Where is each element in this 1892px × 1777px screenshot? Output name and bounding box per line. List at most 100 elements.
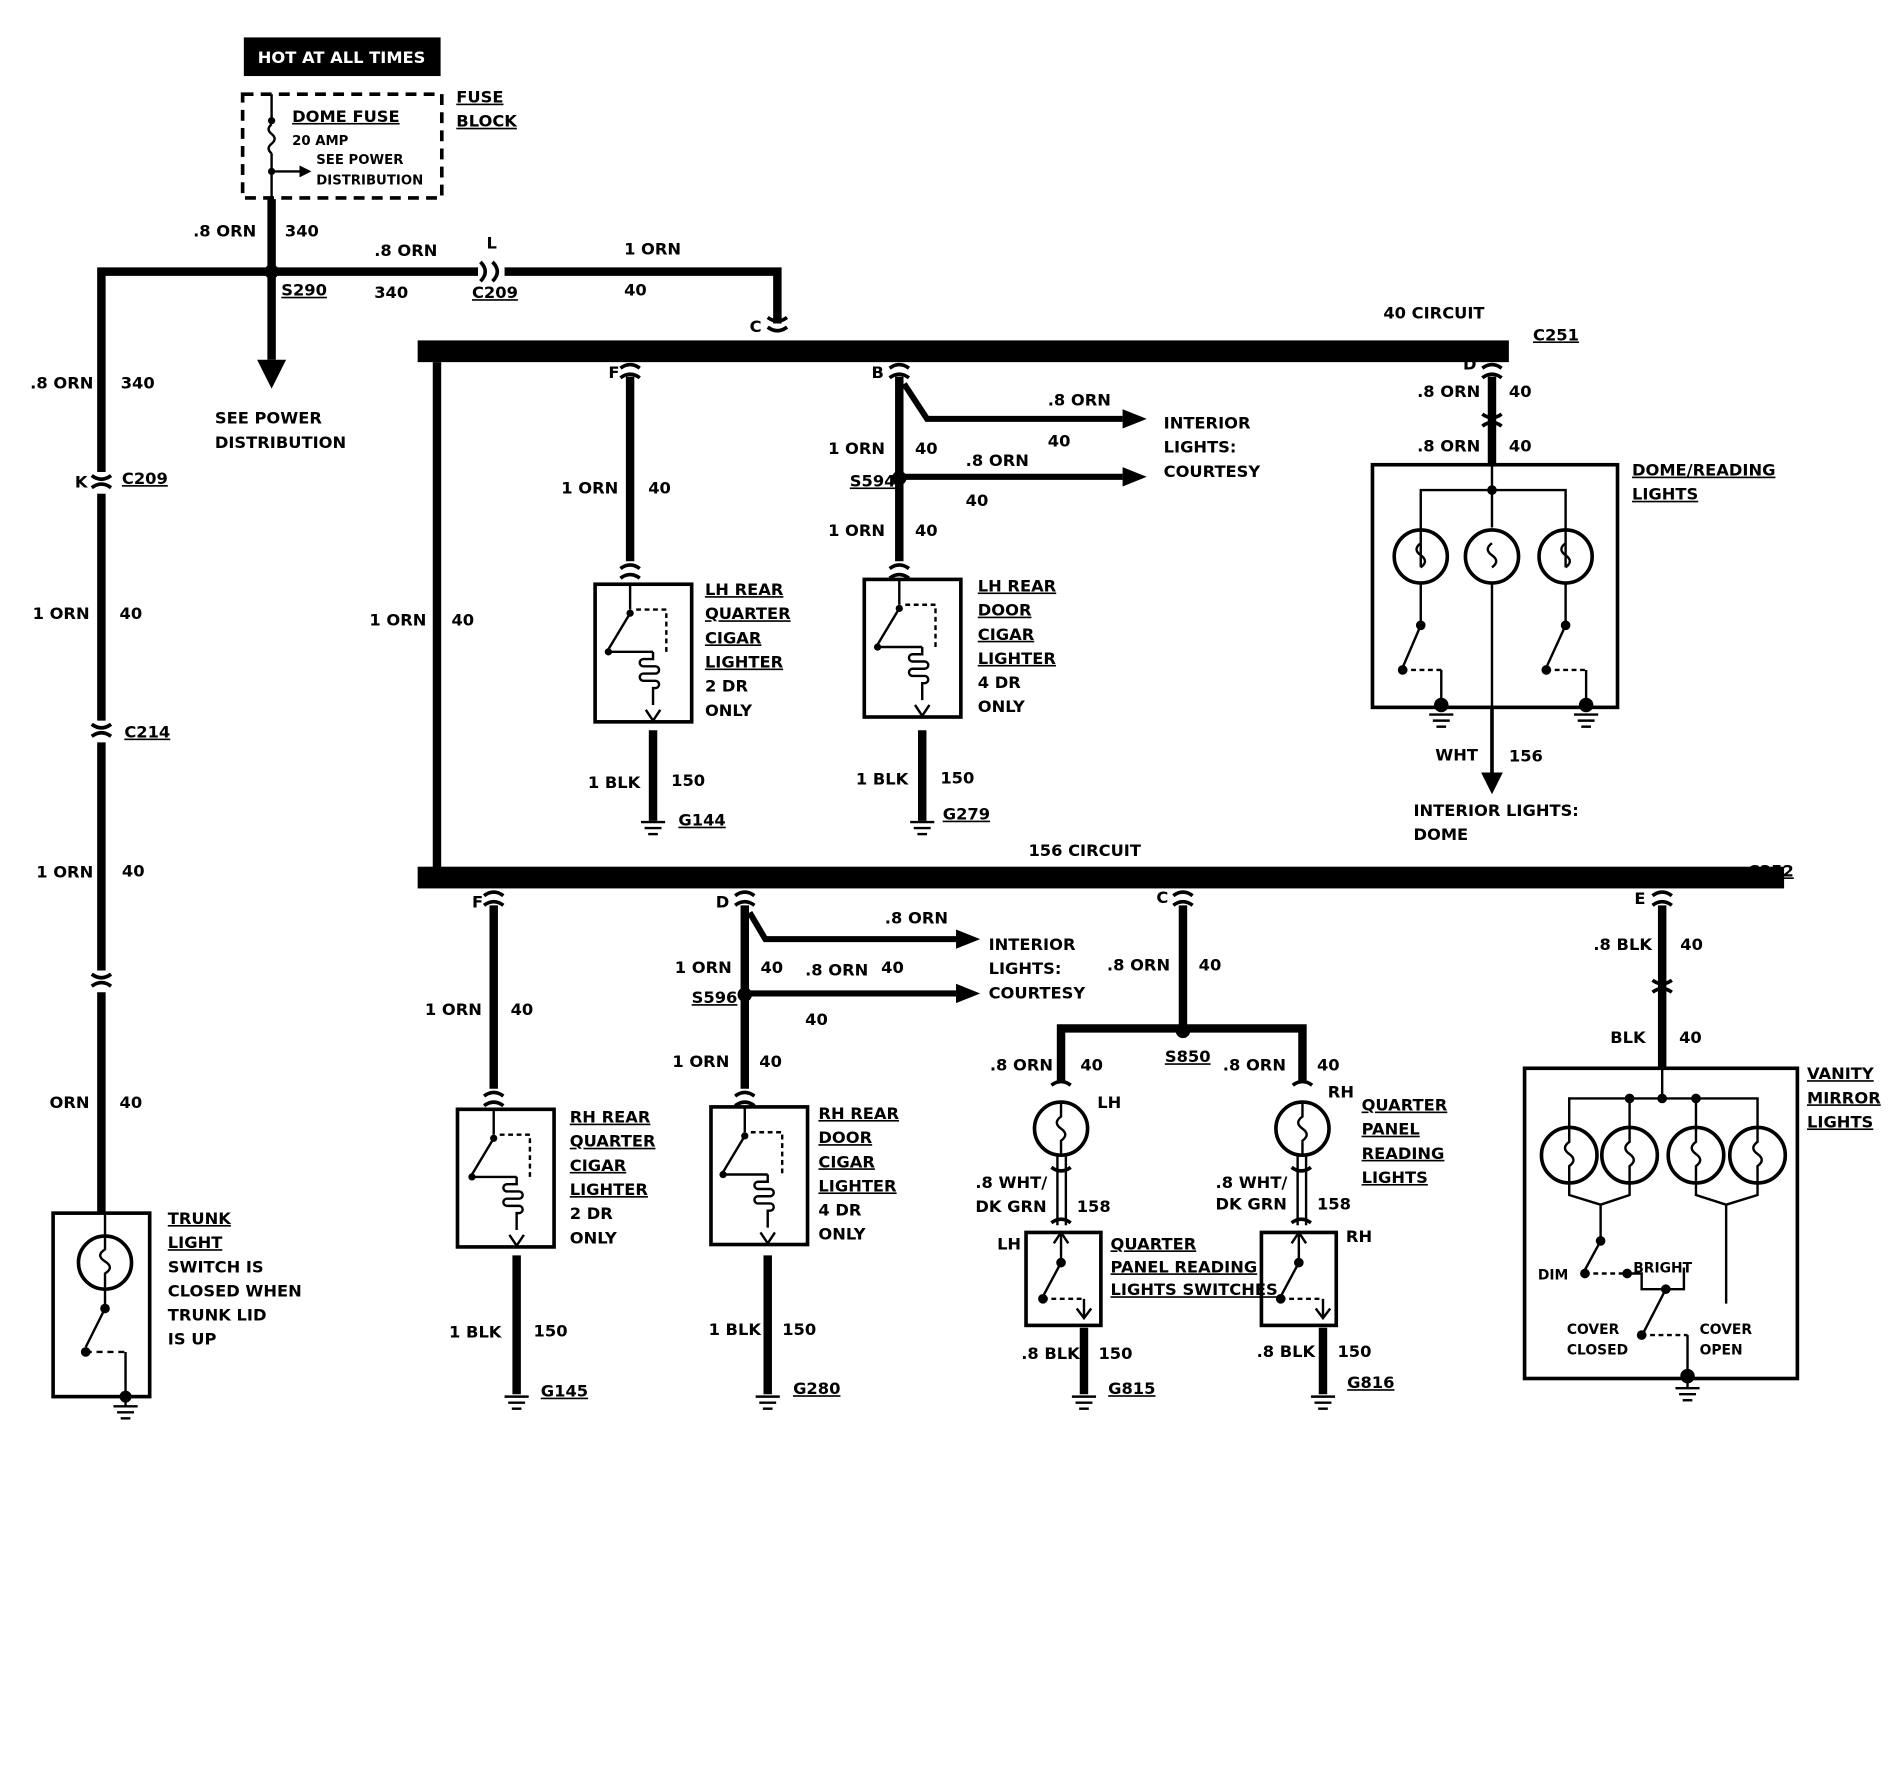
rh-rear-quarter-wires xyxy=(482,890,521,1395)
top-left-wire: .8 ORN xyxy=(193,222,256,241)
qp-wire: .8 ORN xyxy=(1107,956,1170,975)
bus-156-title: 156 CIRCUIT xyxy=(1028,841,1141,860)
trunk-ground-icon xyxy=(113,1396,138,1420)
qp-mid-circuit: 158 xyxy=(1077,1197,1111,1216)
lh-rq-name-5: 2 DR xyxy=(705,677,749,696)
qp-r-ground-circuit: 150 xyxy=(1337,1342,1371,1361)
lh-rd-pin: B xyxy=(872,363,884,382)
trunk-name-1: TRUNK xyxy=(168,1209,232,1228)
trunk-name-3: SWITCH IS xyxy=(168,1257,264,1276)
quarter-switches-icon xyxy=(1038,1230,1332,1321)
rh-rd-name-3: CIGAR xyxy=(818,1152,875,1171)
vanity-lamps-icon xyxy=(1539,1068,1788,1377)
vanity-bright: BRIGHT xyxy=(1633,1260,1692,1276)
lh-rd-name-6: ONLY xyxy=(978,697,1025,716)
lh-rd-ground-circuit: 150 xyxy=(940,768,974,787)
rh-rear-quarter-box xyxy=(455,1107,556,1249)
vanity-wires xyxy=(1651,890,1673,1069)
vanity-w1: .8 BLK xyxy=(1593,935,1653,954)
lh-rear-quarter-box xyxy=(593,582,694,724)
qp-switch-name-3: LIGHTS SWITCHES xyxy=(1111,1280,1278,1299)
lh-rq-ground-label: G144 xyxy=(678,811,725,830)
dome-w1: .8 ORN xyxy=(1417,382,1480,401)
bus-drop-circuit-label: 40 xyxy=(451,610,474,629)
rh-rq-name-3: CIGAR xyxy=(570,1156,627,1175)
trunk-c1: 340 xyxy=(121,374,155,393)
qp-splice: S850 xyxy=(1165,1047,1211,1066)
dome-wires xyxy=(1481,362,1503,795)
trunk-c4: 40 xyxy=(120,1093,143,1112)
rh-rd-name-1: RH REAR xyxy=(818,1104,899,1123)
rh-rd-name-5: 4 DR xyxy=(818,1201,862,1220)
qp-circuit: 40 xyxy=(1199,956,1222,975)
qp-r-ground-wire: .8 BLK xyxy=(1257,1342,1317,1361)
vanity-cover-closed-1: COVER xyxy=(1567,1322,1620,1338)
g815-g816-ground-icons xyxy=(1071,1395,1336,1410)
lh-rd-br2-circuit: 40 xyxy=(966,491,989,510)
qp-lh-lamp-label: LH xyxy=(1097,1093,1121,1112)
vanity-cover-open-2: OPEN xyxy=(1700,1342,1743,1358)
trunk-name-2: LIGHT xyxy=(168,1233,223,1252)
rh-rq-ground-wire: 1 BLK xyxy=(449,1322,503,1341)
g279-ground-icon xyxy=(910,820,935,836)
lh-rq-name-1: LH REAR xyxy=(705,580,784,599)
bus-40-connector: C251 xyxy=(1533,325,1579,344)
vanity-dim: DIM xyxy=(1538,1268,1569,1284)
lh-rq-wire: 1 ORN xyxy=(561,479,618,498)
splice-s290-label: S290 xyxy=(281,281,327,300)
top-right-wire: 1 ORN xyxy=(624,240,681,259)
lh-rear-door-wires xyxy=(888,362,1147,821)
trunk-name-4: CLOSED WHEN xyxy=(168,1281,302,1300)
see-power-arrow-icon xyxy=(257,359,287,389)
lh-rd-name-1: LH REAR xyxy=(978,576,1057,595)
dome-out-circuit: 156 xyxy=(1509,747,1543,766)
dome-name-1: DOME/READING xyxy=(1632,461,1775,480)
qp-l-ground-circuit: 150 xyxy=(1098,1344,1132,1363)
vanity-name-3: LIGHTS xyxy=(1807,1112,1873,1131)
qp-mid-wire-2r: DK GRN xyxy=(1216,1195,1287,1214)
dome-reading-box xyxy=(1370,462,1620,710)
vanity-c2: 40 xyxy=(1679,1028,1702,1047)
rh-rd-ground-label: G280 xyxy=(793,1379,840,1398)
qp-l-ground-label: G815 xyxy=(1108,1379,1155,1398)
rh-rear-quarter-lighter-icon xyxy=(468,1109,532,1248)
rh-rd-br3-circuit: 40 xyxy=(805,1010,828,1029)
rh-rq-ground-label: G145 xyxy=(541,1382,588,1401)
trunk-c214: C214 xyxy=(124,723,170,742)
rh-rq-name-5: 2 DR xyxy=(570,1204,614,1223)
fuse-block-label-1: FUSE xyxy=(456,88,503,107)
dome-out-wire: WHT xyxy=(1435,745,1479,764)
top-mid-circuit: 340 xyxy=(374,283,408,302)
trunk-lamp-icon xyxy=(76,1213,134,1403)
fuse-see-power-1: SEE POWER xyxy=(316,153,403,168)
qp-r-ground-label: G816 xyxy=(1347,1373,1394,1392)
rh-rd-br2-circuit: 40 xyxy=(881,958,904,977)
qp-name-4: LIGHTS xyxy=(1362,1168,1428,1187)
lh-rd-ground-label: G279 xyxy=(943,805,990,824)
qp-switch-name-2: PANEL READING xyxy=(1111,1257,1258,1276)
lh-rq-ground-circuit: 150 xyxy=(671,771,705,790)
lh-rd-name-5: 4 DR xyxy=(978,673,1022,692)
rh-rq-circuit: 40 xyxy=(511,1000,534,1019)
quarter-panel-wires xyxy=(1050,890,1328,1395)
vanity-cover-closed-2: CLOSED xyxy=(1567,1342,1628,1358)
lh-rd-name-2: DOOR xyxy=(978,601,1032,620)
lh-rd-br1-wire: .8 ORN xyxy=(1048,391,1111,410)
qp-pin: C xyxy=(1156,888,1168,907)
g280-ground-icon xyxy=(755,1395,780,1410)
rh-rd-c2: 40 xyxy=(759,1052,782,1071)
trunk-c2: 40 xyxy=(120,604,143,623)
qp-name-2: PANEL xyxy=(1362,1120,1420,1139)
rh-rq-name-6: ONLY xyxy=(570,1228,617,1247)
hot-at-all-times-label: HOT AT ALL TIMES xyxy=(258,48,426,67)
trunk-name-5: TRUNK LID xyxy=(168,1306,267,1325)
qp-right-circuit: 40 xyxy=(1317,1056,1340,1075)
bus-156-connector: C252 xyxy=(1748,861,1794,880)
lh-rd-dest-3: COURTESY xyxy=(1164,462,1261,481)
trunk-name-6: IS UP xyxy=(168,1330,217,1349)
vanity-ground-icon xyxy=(1675,1368,1700,1402)
lh-rq-circuit: 40 xyxy=(648,479,671,498)
rh-rd-w2: 1 ORN xyxy=(672,1052,729,1071)
diagram-svg: HOT AT ALL TIMES DOME FUSE 20 AMP SEE PO… xyxy=(30,37,1881,1420)
